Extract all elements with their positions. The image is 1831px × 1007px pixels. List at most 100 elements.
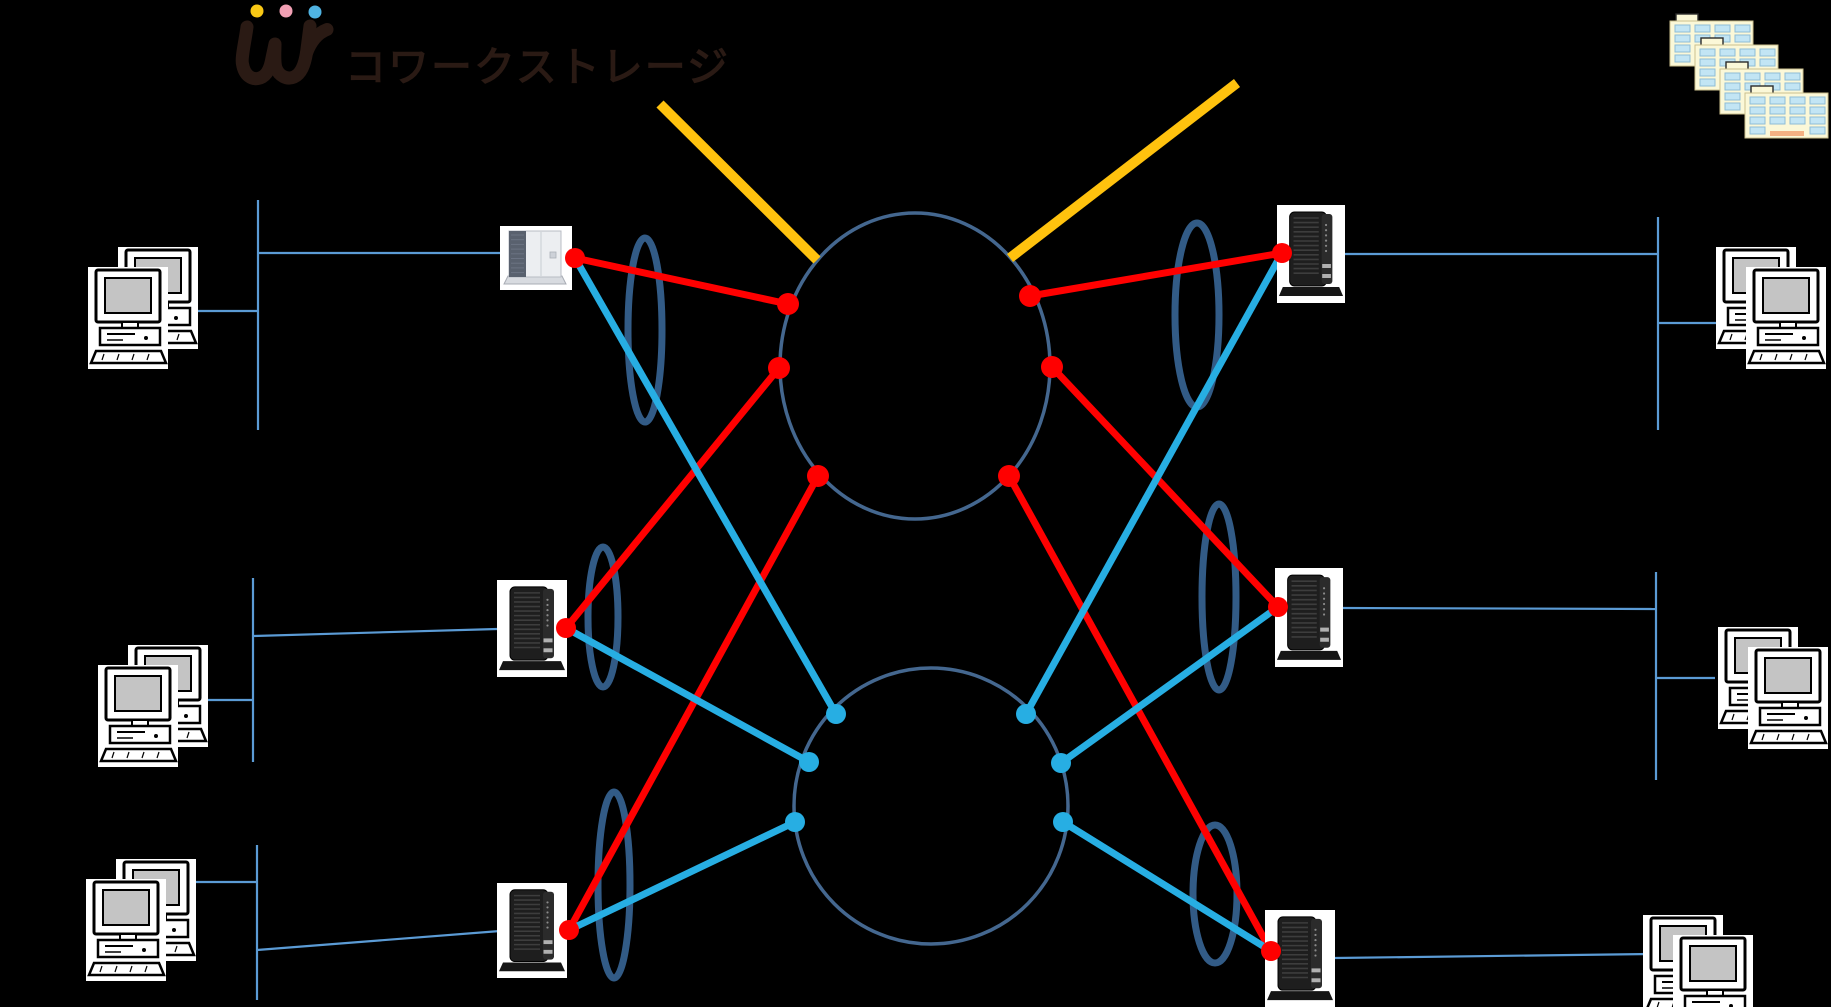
router-port bbox=[1322, 274, 1331, 278]
router-led bbox=[1324, 234, 1328, 237]
pc-key-line bbox=[126, 751, 130, 759]
building-window bbox=[1769, 116, 1786, 125]
desktop-pc bbox=[98, 665, 178, 767]
pc-key-line bbox=[146, 353, 150, 361]
red-link-6 bbox=[1005, 474, 1275, 953]
building-window bbox=[1809, 106, 1826, 115]
router-led bbox=[1322, 613, 1326, 616]
building-window bbox=[1724, 82, 1741, 91]
pc-key-line bbox=[1774, 353, 1778, 361]
building-window bbox=[1724, 92, 1741, 101]
red-link-1 bbox=[574, 254, 789, 308]
pc-keyboard bbox=[99, 747, 178, 763]
red-node-1 bbox=[777, 293, 799, 315]
pc-key-line bbox=[131, 353, 135, 361]
datacenter-building-4 bbox=[1744, 85, 1829, 139]
cyan-link-3 bbox=[567, 818, 797, 934]
building-window bbox=[1699, 68, 1716, 77]
pc-power-button bbox=[172, 928, 176, 932]
vpn-router-device-3 bbox=[497, 883, 567, 978]
cyan-node-4 bbox=[1016, 704, 1036, 724]
pc-key-line bbox=[1776, 733, 1780, 741]
router-port bbox=[1320, 637, 1329, 642]
building-window bbox=[1749, 126, 1766, 135]
cyan-node-3 bbox=[785, 812, 805, 832]
router-led bbox=[1314, 954, 1317, 957]
pc-key-line bbox=[174, 945, 178, 953]
router-led bbox=[546, 906, 549, 909]
lan-wire-15 bbox=[1342, 606, 1657, 611]
desktop-pc bbox=[1673, 935, 1753, 1007]
pc-power-button bbox=[144, 336, 148, 340]
device-node-6 bbox=[1261, 941, 1281, 961]
pc-screen bbox=[114, 675, 162, 712]
building-window bbox=[1674, 24, 1691, 33]
router-side bbox=[543, 588, 554, 659]
pc-key-line bbox=[116, 353, 120, 361]
red-link-3 bbox=[565, 474, 822, 932]
pc-key-line bbox=[101, 353, 105, 361]
router-base bbox=[1267, 991, 1333, 1001]
pc-system-unit bbox=[98, 326, 162, 347]
vpn-tunnel-ring-2 bbox=[584, 543, 622, 691]
router-led bbox=[546, 609, 549, 612]
logo-w-stroke bbox=[235, 19, 317, 86]
client-pc-group-4 bbox=[1716, 247, 1826, 369]
building-window bbox=[1734, 24, 1751, 33]
logo-mark bbox=[235, 4, 334, 86]
pc-key-line bbox=[111, 751, 115, 759]
pc-key-line bbox=[1761, 733, 1765, 741]
red-node-2 bbox=[768, 357, 790, 379]
router-base bbox=[1278, 287, 1344, 296]
building-window bbox=[1719, 48, 1736, 57]
building-window bbox=[1714, 24, 1731, 33]
router-port bbox=[543, 638, 553, 643]
building-window bbox=[1759, 48, 1776, 57]
pc-key-line bbox=[144, 965, 148, 973]
desktop-pc bbox=[88, 267, 168, 369]
router-led bbox=[546, 911, 549, 914]
router-led bbox=[1322, 597, 1326, 600]
pc-keyboard bbox=[1747, 349, 1826, 365]
router-base bbox=[499, 661, 565, 671]
router-base bbox=[1276, 650, 1342, 660]
pc-key-line bbox=[1731, 713, 1735, 721]
logo-dot-1 bbox=[250, 4, 264, 18]
red-node-3 bbox=[807, 465, 829, 487]
cyan-node-1 bbox=[826, 704, 846, 724]
pc-key-line bbox=[176, 333, 180, 341]
building-window bbox=[1674, 44, 1691, 53]
router-side bbox=[1319, 577, 1331, 648]
pc-key-line bbox=[1806, 733, 1810, 741]
pc-system-unit bbox=[1758, 706, 1822, 727]
router-led bbox=[1314, 933, 1317, 937]
pc-power-button bbox=[142, 948, 146, 952]
client-pc-group-6 bbox=[1643, 915, 1753, 1007]
device-node-3 bbox=[559, 920, 579, 940]
building-window bbox=[1749, 96, 1766, 105]
building-door bbox=[1770, 131, 1804, 136]
pc-screen bbox=[1764, 657, 1812, 694]
desktop-pc bbox=[86, 879, 166, 981]
building-window bbox=[1789, 96, 1806, 105]
router-led bbox=[1314, 928, 1317, 931]
building-window bbox=[1809, 116, 1826, 125]
building-window bbox=[1724, 72, 1741, 81]
pc-screen bbox=[102, 889, 150, 926]
building-window bbox=[1759, 58, 1776, 67]
router-led bbox=[546, 619, 549, 622]
pc-key-line bbox=[186, 731, 190, 739]
building-window bbox=[1809, 126, 1826, 135]
cyan-node-2 bbox=[799, 752, 819, 772]
router-led bbox=[546, 598, 549, 601]
vpn-tunnel-ring-3 bbox=[594, 788, 634, 982]
yellow-uplink-line-2 bbox=[1006, 79, 1241, 262]
desktop-pc bbox=[1748, 647, 1828, 749]
router-port bbox=[1311, 978, 1321, 983]
building-window bbox=[1769, 96, 1786, 105]
building-window bbox=[1749, 106, 1766, 115]
building-window bbox=[1674, 54, 1691, 63]
router-led bbox=[546, 901, 549, 904]
pc-keyboard bbox=[89, 349, 168, 365]
